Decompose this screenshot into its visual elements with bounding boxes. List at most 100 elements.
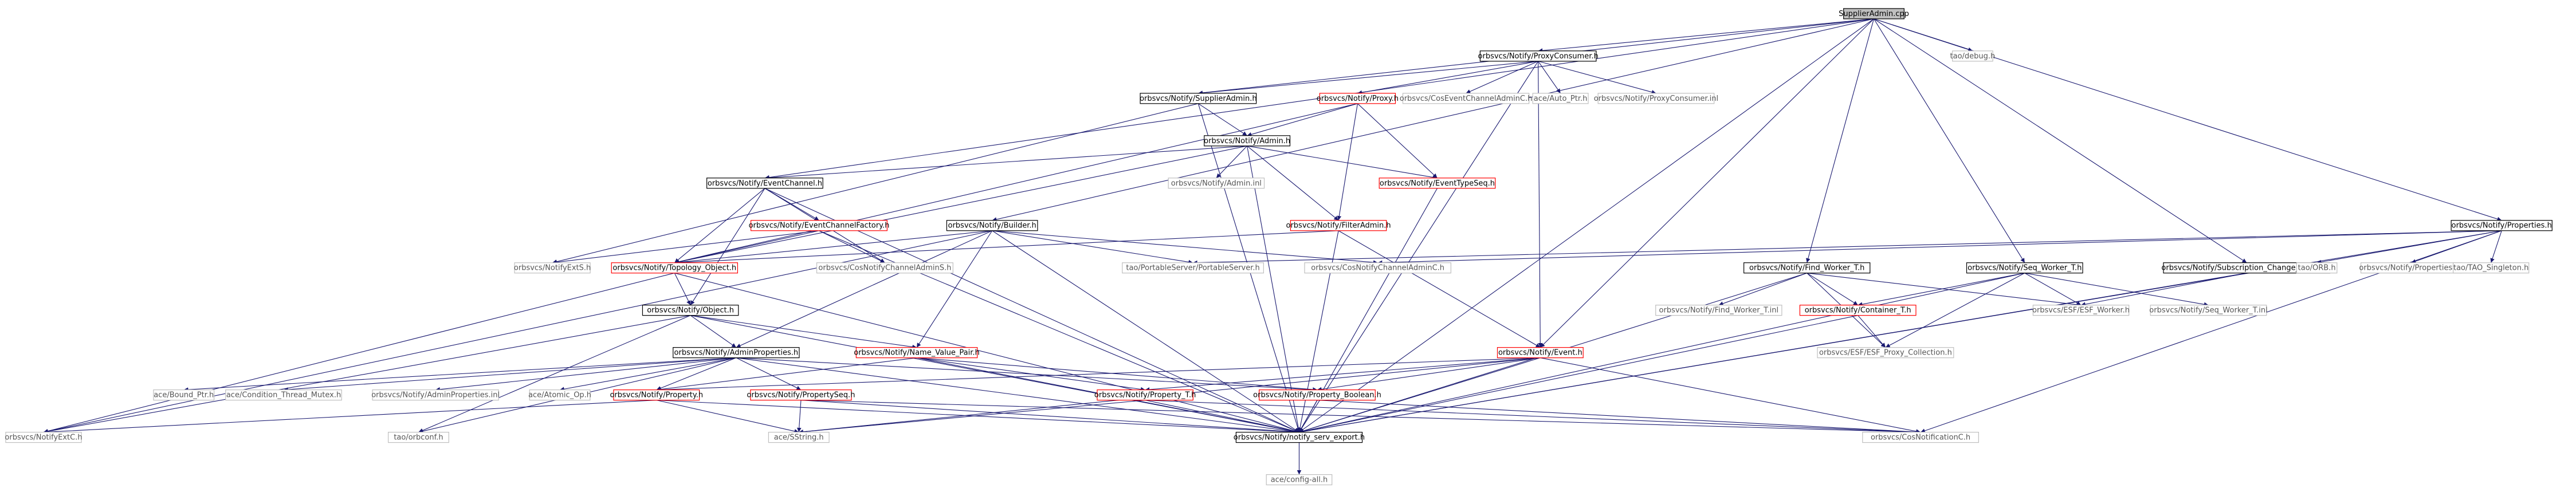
node-box (1799, 305, 1917, 316)
node-property_h[interactable]: orbsvcs/Notify/Property.h (610, 389, 703, 401)
node-box (2453, 262, 2530, 274)
node-root: SupplierAdmin.cpp (1839, 8, 1909, 19)
edge-ecfactory-to-cosnotifyadmins (819, 230, 885, 263)
edge-event_h-to-cosnotifyc (1540, 357, 1921, 434)
node-properties_h[interactable]: orbsvcs/Notify/Properties.h (2451, 220, 2553, 231)
node-box (1204, 135, 1291, 147)
edge-propertyseq-to-cosnotifyc (800, 400, 1921, 435)
edge-properties_h-to-cosnotifyc (1920, 230, 2502, 433)
edge-properties_h-to-cosnotifyadminc (1377, 230, 2502, 265)
node-box (1817, 347, 1954, 359)
node-findworker_inl: orbsvcs/Notify/Find_Worker_T.inl (1655, 305, 1782, 316)
node-box (1259, 389, 1376, 401)
node-label: orbsvcs/Notify/Property.h (610, 391, 703, 400)
edge-builder-to-cosnotifyadminc (992, 230, 1378, 265)
edge-topology-to-notifyextc (43, 273, 675, 434)
node-namevalue[interactable]: orbsvcs/Notify/Name_Value_Pair.h (854, 347, 980, 359)
node-label: orbsvcs/Notify/Topology_Object.h (612, 264, 736, 273)
node-label: orbsvcs/Notify/Properties.inl (2359, 264, 2463, 273)
node-label: orbsvcs/Notify/ProxyConsumer.inl (1594, 95, 1718, 103)
node-label: orbsvcs/ESF/ESF_Proxy_Collection.h (1819, 349, 1952, 357)
edge-root-to-proxyconsumer (1538, 18, 1874, 53)
edge-namevalue-to-property_t (916, 357, 1145, 392)
node-label: orbsvcs/Notify/Admin.inl (1171, 179, 1262, 188)
edge-container-to-servexport (1299, 315, 1858, 434)
edge-builder-to-servexport (992, 230, 1299, 433)
node-box (388, 431, 449, 443)
node-box (1843, 8, 1904, 19)
node-filteradmin[interactable]: orbsvcs/Notify/FilterAdmin.h (1286, 220, 1391, 231)
node-cosnotifyadmins: orbsvcs/CosNotifyChannelAdminS.h (816, 262, 953, 274)
node-label: orbsvcs/Notify/Admin.h (1204, 137, 1290, 145)
edge-adminprops-to-adminprops_inl (435, 357, 736, 392)
node-property_t[interactable]: orbsvcs/Notify/Property_T.h (1094, 389, 1196, 401)
edge-object_h-to-adminprops (690, 315, 737, 348)
node-label: orbsvcs/CosNotifyChannelAdminS.h (818, 264, 951, 273)
edge-adminprops-to-boundptr (183, 357, 736, 392)
node-cosnotifyc: orbsvcs/CosNotificationC.h (1862, 431, 1979, 443)
node-box (1655, 305, 1782, 316)
node-notifyextc: orbsvcs/NotifyExtC.h (5, 431, 83, 443)
node-proxyconsumer_inl: orbsvcs/Notify/ProxyConsumer.inl (1594, 93, 1718, 104)
node-configall: ace/config-all.h (1266, 474, 1333, 486)
node-admin_h[interactable]: orbsvcs/Notify/Admin.h (1204, 135, 1291, 147)
node-ecfactory[interactable]: orbsvcs/Notify/EventChannelFactory.h (749, 220, 890, 231)
edge-proxy_h-to-topology (674, 103, 1358, 264)
node-proxyconsumer[interactable]: orbsvcs/Notify/ProxyConsumer.h (1478, 50, 1599, 62)
node-eventtypeseq[interactable]: orbsvcs/Notify/EventTypeSeq.h (1379, 178, 1496, 189)
node-label: orbsvcs/Notify/EventTypeSeq.h (1380, 179, 1495, 188)
edge-property_h-to-servexport (656, 400, 1299, 435)
edge-proxy_h-to-eventtypeseq (1357, 103, 1438, 179)
node-box (514, 262, 591, 274)
node-box (5, 431, 82, 443)
node-object_h[interactable]: orbsvcs/Notify/Object.h (642, 305, 739, 316)
node-label: ace/Atomic_Op.h (528, 391, 591, 400)
node-label: tao/PortableServer/PortableServer.h (1126, 264, 1259, 273)
node-seqworker[interactable]: orbsvcs/Notify/Seq_Worker_T.h (1966, 262, 2083, 274)
node-esfproxy: orbsvcs/ESF/ESF_Proxy_Collection.h (1817, 347, 1954, 359)
edge-root-to-event_h (1540, 18, 1874, 348)
node-servexport[interactable]: orbsvcs/Notify/notify_serv_export.h (1234, 431, 1365, 443)
edge-supplieradmin_h-to-admin_h (1198, 103, 1247, 136)
node-event_h[interactable]: orbsvcs/Notify/Event.h (1497, 347, 1584, 359)
edge-adminprops-to-condmutex (283, 357, 736, 392)
node-label: orbsvcs/Notify/ProxyConsumer.h (1478, 52, 1599, 61)
edge-property_t-to-cosnotifyc (1145, 400, 1921, 435)
node-builder[interactable]: orbsvcs/Notify/Builder.h (946, 220, 1038, 231)
node-box (1304, 262, 1451, 274)
edge-supplieradmin_h-to-notifyexts (552, 103, 1199, 264)
node-topology[interactable]: orbsvcs/Notify/Topology_Object.h (611, 262, 738, 274)
node-propertyseq[interactable]: orbsvcs/Notify/PropertySeq.h (747, 389, 855, 401)
node-supplieradmin_h[interactable]: orbsvcs/Notify/SupplierAdmin.h (1140, 93, 1257, 104)
node-findworker[interactable]: orbsvcs/Notify/Find_Worker_T.h (1743, 262, 1871, 274)
edge-filteradmin-to-event_h (1338, 230, 1541, 348)
node-label: orbsvcs/Notify/Object.h (647, 306, 734, 315)
node-label: orbsvcs/NotifyExtC.h (5, 434, 82, 442)
node-label: orbsvcs/ESF/ESF_Worker.h (2032, 306, 2130, 315)
node-label: orbsvcs/Notify/Subscription_Change_Worke… (2161, 264, 2332, 273)
node-proxy_h[interactable]: orbsvcs/Notify/Proxy.h (1317, 93, 1399, 104)
node-label: tao/orbconf.h (394, 434, 443, 442)
node-propbool[interactable]: orbsvcs/Notify/Property_Boolean.h (1253, 389, 1381, 401)
edge-proxy_h-to-admin_h (1247, 103, 1358, 137)
node-cosnotifyadminc: orbsvcs/CosNotifyChannelAdminC.h (1304, 262, 1451, 274)
edge-admin_h-to-servexport (1247, 145, 1301, 432)
edge-event_h-to-servexport (1299, 357, 1541, 433)
node-orb_h: tao/ORB.h (2296, 262, 2338, 274)
node-eventchannel[interactable]: orbsvcs/Notify/EventChannel.h (706, 178, 823, 189)
edge-container-to-esfproxy (1858, 315, 1886, 348)
edge-topology-to-object_h (674, 273, 691, 305)
edge-seqworker-to-esfproxy (1885, 273, 2025, 348)
edge-object_h-to-notifyextc (43, 315, 691, 434)
node-box (1290, 220, 1387, 231)
edge-event_h-to-property_t (1145, 357, 1541, 392)
node-notifyexts: orbsvcs/NotifyExtS.h (514, 262, 591, 274)
node-label: orbsvcs/Notify/Find_Worker_T.inl (1659, 306, 1779, 315)
node-box (768, 431, 830, 443)
node-adminprops[interactable]: orbsvcs/Notify/AdminProperties.h (673, 347, 800, 359)
edge-properties_h-to-portableserver (1193, 230, 2502, 265)
node-label: orbsvcs/Notify/Property_T.h (1094, 391, 1196, 400)
edge-property_t-to-servexport (1145, 400, 1299, 434)
node-sstring: ace/SString.h (768, 431, 830, 443)
node-container[interactable]: orbsvcs/Notify/Container_T.h (1799, 305, 1917, 316)
